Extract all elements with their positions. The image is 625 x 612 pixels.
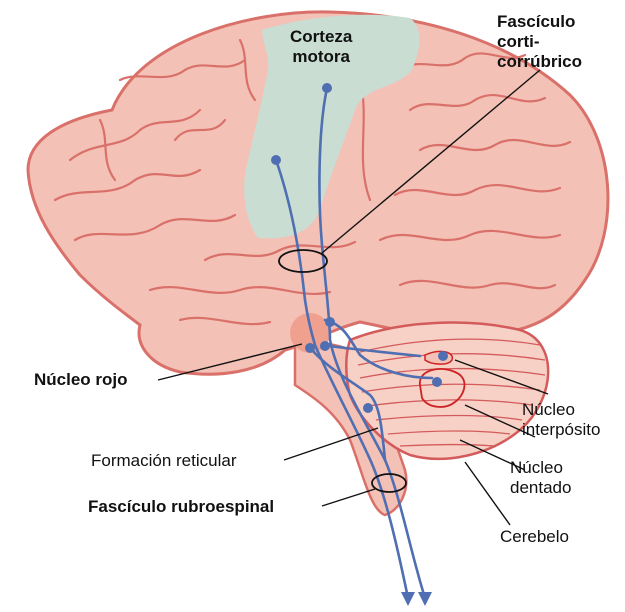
nucleo-interposito-label: Núcleo interpósito bbox=[522, 400, 600, 440]
nucleo-dentado-label: Núcleo dentado bbox=[510, 458, 571, 498]
formacion-reticular-label: Formación reticular bbox=[91, 451, 237, 471]
fasciculo-rubroespinal-label: Fascículo rubroespinal bbox=[88, 497, 274, 517]
nucleo-rojo-label: Núcleo rojo bbox=[34, 370, 128, 390]
corteza-motora-label: Corteza motora bbox=[290, 27, 352, 67]
arrowhead-left bbox=[401, 592, 415, 606]
cerebelo-label: Cerebelo bbox=[500, 527, 569, 547]
arrowhead-right bbox=[418, 592, 432, 606]
fasciculo-corticorrubrico-label: Fascículo corti- corrúbrico bbox=[497, 12, 582, 72]
